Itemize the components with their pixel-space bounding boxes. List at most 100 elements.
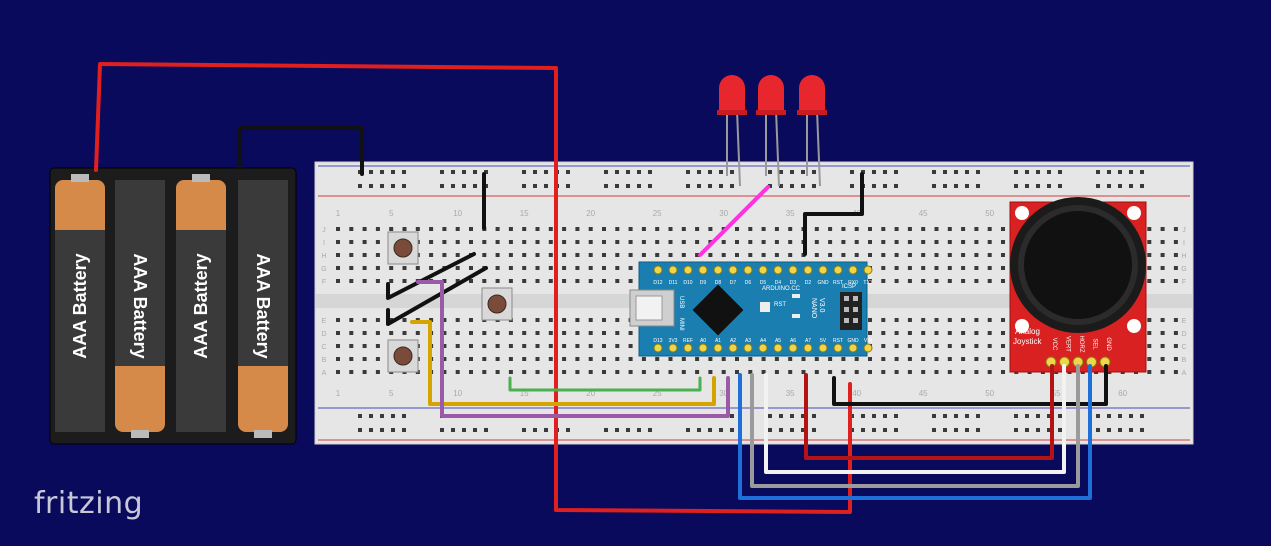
wire[interactable] <box>698 185 770 257</box>
row-letter: I <box>1183 240 1185 247</box>
wire[interactable] <box>386 252 476 300</box>
battery-cell: AAA Battery <box>55 174 105 432</box>
nano-pin-label-bottom: REF <box>683 338 693 344</box>
row-letter: C <box>1181 344 1186 351</box>
joystick-pin-label: VERT <box>1065 336 1071 352</box>
push-button-3[interactable] <box>387 339 419 373</box>
column-number-top: 20 <box>586 209 595 218</box>
wire[interactable] <box>738 364 1092 500</box>
joystick-label-line2: Joystick <box>1013 337 1042 346</box>
row-letter: F <box>1182 279 1186 286</box>
battery-cell: AAA Battery <box>115 180 165 438</box>
column-number-bottom: 25 <box>653 389 662 398</box>
icsp-header[interactable] <box>840 292 862 330</box>
row-letter: D <box>1181 331 1186 338</box>
arduino-nano[interactable]: USB MINI ARDUINO.CC NANO V3.0 ICSP RST D… <box>629 261 873 357</box>
version-label: V3.0 <box>818 298 825 313</box>
battery-label: AAA Battery <box>70 253 90 358</box>
row-letter: B <box>322 357 327 364</box>
nano-pin-label-top: TX1 <box>863 280 872 286</box>
joystick-label-line1: Analog <box>1015 327 1040 336</box>
model-label: NANO <box>810 298 817 319</box>
led-3[interactable] <box>797 75 827 187</box>
nano-pin-label-top: D10 <box>683 280 692 286</box>
wire[interactable] <box>803 172 864 256</box>
row-letter: A <box>322 370 327 377</box>
nano-pin-label-top: RX0 <box>848 280 858 286</box>
battery-label: AAA Battery <box>191 253 211 358</box>
wire[interactable] <box>416 280 730 418</box>
joystick-pin-label: HORZ <box>1078 336 1084 353</box>
wire[interactable] <box>750 364 1080 488</box>
row-letter: G <box>1181 266 1186 273</box>
wire[interactable] <box>94 62 852 514</box>
nano-pin-label-top: D9 <box>700 280 707 286</box>
nano-pin-label-bottom: A4 <box>760 338 766 344</box>
row-letter: H <box>1181 253 1186 260</box>
nano-pin-label-top: RST <box>833 280 843 286</box>
column-number-top: 10 <box>453 209 462 218</box>
battery-cell: AAA Battery <box>238 180 288 438</box>
nano-pin-label-bottom: 5V <box>820 338 827 344</box>
column-number-bottom: 50 <box>985 389 994 398</box>
wire[interactable] <box>410 320 716 406</box>
nano-pin-label-bottom: D13 <box>653 338 662 344</box>
fritzing-logo: fritzing <box>34 486 144 521</box>
column-number-bottom: 5 <box>389 389 394 398</box>
wire[interactable] <box>386 266 488 326</box>
column-number-top: 25 <box>653 209 662 218</box>
wire[interactable] <box>764 364 1066 474</box>
joystick-pin-label: GND <box>1105 337 1111 351</box>
nano-pin-label-top: D2 <box>805 280 812 286</box>
row-letter: G <box>321 266 326 273</box>
column-number-top: 45 <box>919 209 928 218</box>
icsp-label: ICSP <box>842 284 856 290</box>
nano-pin-label-top: D11 <box>669 280 678 286</box>
nano-pin-label-bottom: A2 <box>730 338 736 344</box>
brand-label: ARDUINO.CC <box>762 286 801 292</box>
nano-pin-label-top: D8 <box>715 280 722 286</box>
breadboard-labels: 1510152025303540455055601510152025303540… <box>321 209 1186 398</box>
rst-label: RST <box>774 302 786 308</box>
row-letter: A <box>1182 370 1187 377</box>
nano-pin-label-bottom: A5 <box>775 338 781 344</box>
row-letter: B <box>1182 357 1187 364</box>
column-number-bottom: 45 <box>919 389 928 398</box>
nano-pin-label-top: D3 <box>790 280 797 286</box>
row-letter: F <box>322 279 326 286</box>
column-number-bottom: 1 <box>336 389 341 398</box>
row-letter: C <box>321 344 326 351</box>
column-number-top: 30 <box>719 209 728 218</box>
nano-pin-label-top: D5 <box>760 280 767 286</box>
nano-pin-label-bottom: A0 <box>700 338 706 344</box>
led-2[interactable] <box>756 75 786 187</box>
nano-pin-label-top: GND <box>817 280 829 286</box>
push-button-1[interactable] <box>387 231 419 265</box>
wire[interactable] <box>238 126 364 176</box>
usb-label: USB <box>678 296 684 308</box>
nano-pin-label-top: D7 <box>730 280 737 286</box>
led-1[interactable] <box>717 75 747 187</box>
row-letter: E <box>322 318 327 325</box>
nano-pin-label-bottom: A6 <box>790 338 796 344</box>
battery-pack[interactable]: AAA Battery AAA Battery AAA Battery AAA Bat… <box>49 167 297 445</box>
push-button-2[interactable] <box>481 287 513 321</box>
nano-pin-label-bottom: VIN <box>864 338 873 344</box>
nano-pin-label-bottom: A7 <box>805 338 811 344</box>
row-letter: D <box>321 331 326 338</box>
nano-pin-label-bottom: 3V3 <box>669 338 678 344</box>
wire[interactable] <box>832 364 1108 406</box>
column-number-top: 1 <box>336 209 341 218</box>
wire[interactable] <box>508 376 702 392</box>
row-letter: J <box>322 227 326 234</box>
nano-pin-label-bottom: GND <box>847 338 859 344</box>
row-letter: E <box>1182 318 1187 325</box>
wire[interactable] <box>804 364 1054 460</box>
wires <box>94 62 1108 514</box>
joystick-pin-label: VCC <box>1051 338 1057 351</box>
column-number-bottom: 35 <box>786 389 795 398</box>
column-number-bottom: 15 <box>520 389 529 398</box>
